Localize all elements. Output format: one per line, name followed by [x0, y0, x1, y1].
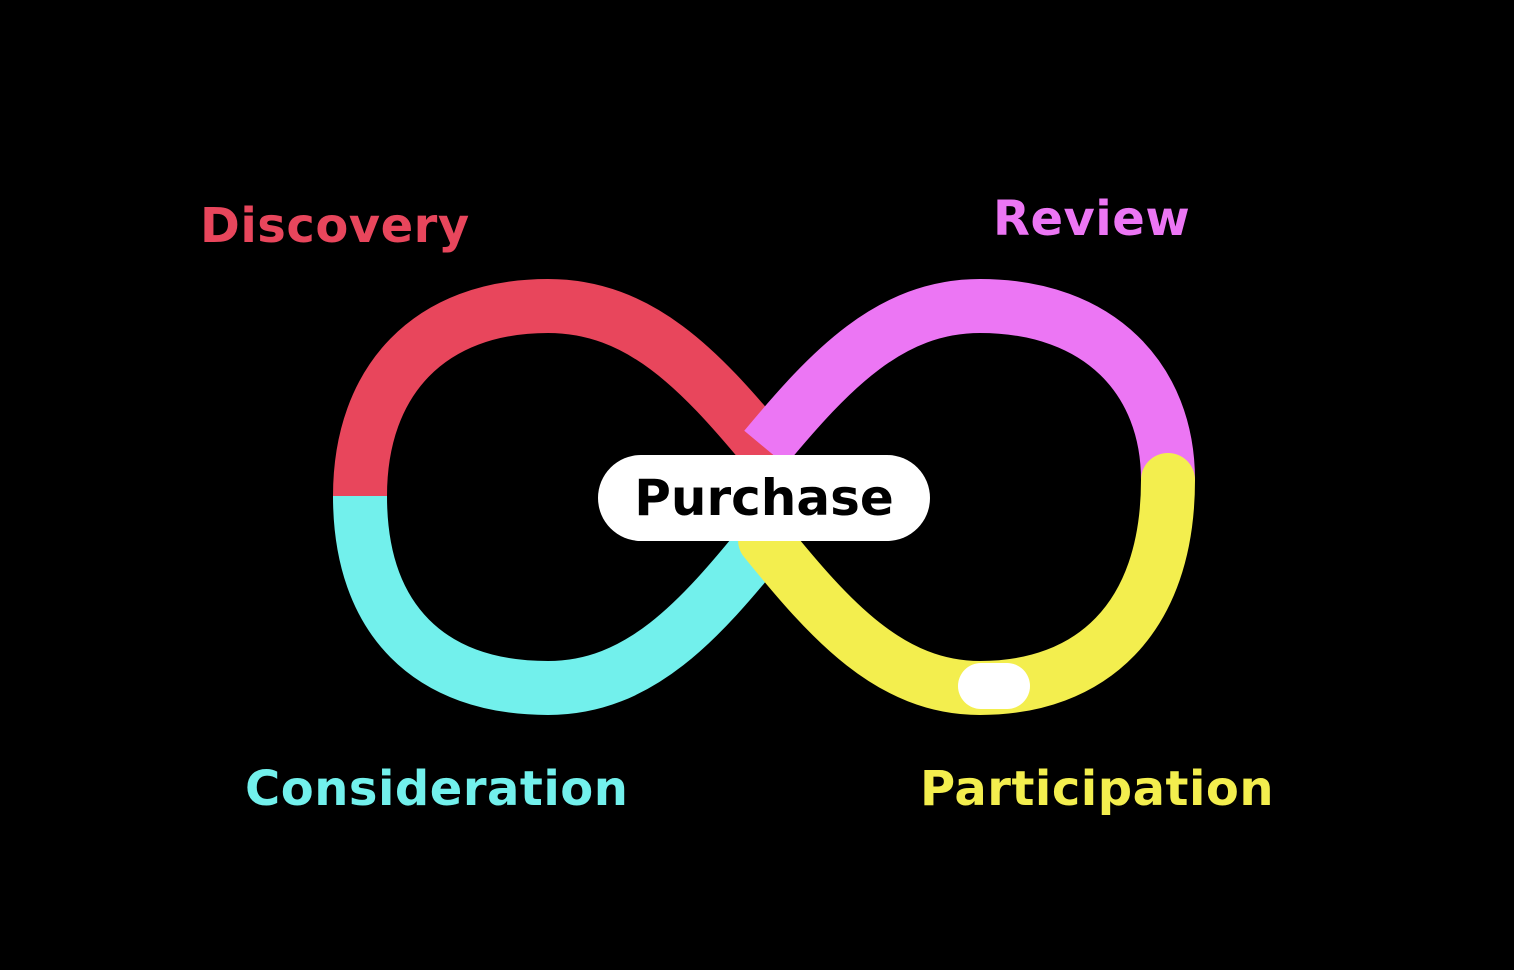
discovery-label: Discovery [200, 198, 470, 254]
discovery-segment [333, 278, 792, 523]
purchase-label: Purchase [634, 469, 894, 527]
consideration-label: Consideration [245, 761, 629, 817]
review-segment [744, 278, 1195, 481]
review-label: Review [993, 191, 1191, 247]
participation-label: Participation [920, 761, 1275, 817]
progress-marker [958, 663, 1030, 709]
consideration-segment [333, 495, 786, 716]
purchase-badge: Purchase [598, 455, 930, 541]
